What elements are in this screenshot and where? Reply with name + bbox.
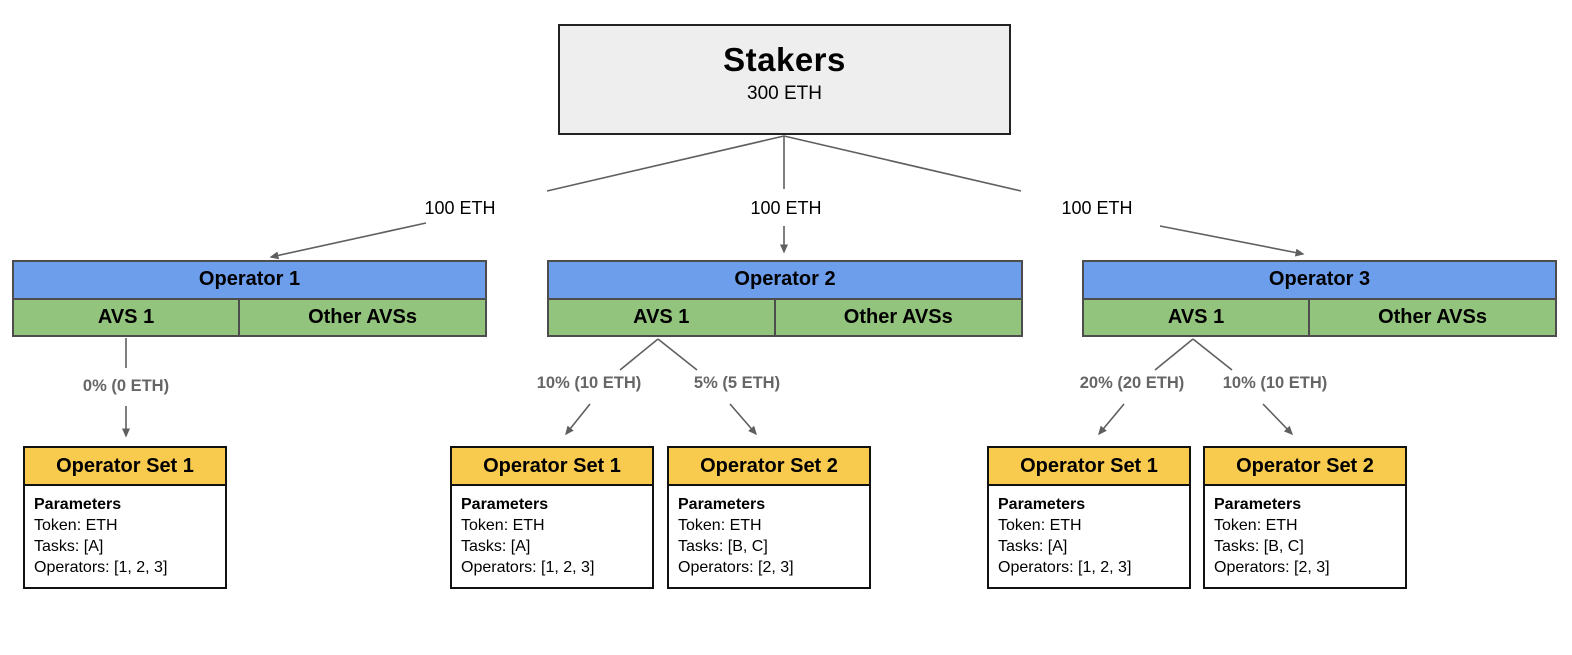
operator-3-avs1-cell: AVS 1: [1084, 299, 1311, 335]
edge-op3-avs1-stem-left: [1154, 338, 1194, 371]
op2-set2-body: Parameters Token: ETH Tasks: [B, C] Oper…: [669, 486, 869, 587]
op1-set1-body: Parameters Token: ETH Tasks: [A] Operato…: [25, 486, 225, 587]
edge-stakers-op1-arrow: [269, 222, 427, 260]
edge-stakers-op1-upper: [546, 135, 785, 192]
op3-set2-tasks: Tasks: [B, C]: [1214, 538, 1304, 556]
op3-set1-title: Operator Set 1: [989, 448, 1189, 486]
op3-set1-params-heading: Parameters: [998, 496, 1086, 513]
flow-label-op1: 100 ETH: [424, 198, 496, 218]
op2-set2-tasks: Tasks: [B, C]: [678, 538, 768, 556]
stakers-box: Stakers 300 ETH: [558, 24, 1011, 135]
alloc-label-op2-set2: 5% (5 ETH): [693, 374, 781, 392]
op1-set1-tasks: Tasks: [A]: [34, 538, 104, 556]
operator-2-avs1-cell: AVS 1: [549, 299, 776, 335]
op2-set1-params-heading: Parameters: [461, 496, 549, 513]
op2-set1-tasks: Tasks: [A]: [461, 538, 531, 556]
operator-2-title: Operator 2: [549, 262, 1021, 300]
operator-1-box: Operator 1 AVS 1 Other AVSs: [12, 260, 487, 337]
operator-3-box: Operator 3 AVS 1 Other AVSs: [1082, 260, 1557, 337]
operator-2-other-avs-cell: Other AVSs: [775, 299, 1021, 335]
operator-1-avs-row: AVS 1 Other AVSs: [14, 299, 485, 335]
alloc-label-op3-set1: 20% (20 ETH): [1079, 374, 1185, 392]
alloc-label-op3-set2: 10% (10 ETH): [1222, 374, 1328, 392]
flow-label-op2: 100 ETH: [750, 198, 822, 218]
alloc-label-op1-set1: 0% (0 ETH): [82, 377, 170, 395]
operator-1-title: Operator 1: [14, 262, 485, 300]
op1-operator-set-1-box: Operator Set 1 Parameters Token: ETH Tas…: [23, 446, 227, 590]
operator-3-title: Operator 3: [1084, 262, 1555, 300]
op2-operator-set-1-box: Operator Set 1 Parameters Token: ETH Tas…: [450, 446, 654, 590]
edge-op3-set1-arrow: [1098, 403, 1125, 436]
op3-set1-body: Parameters Token: ETH Tasks: [A] Operato…: [989, 486, 1189, 587]
op3-set2-body: Parameters Token: ETH Tasks: [B, C] Oper…: [1205, 486, 1405, 587]
op3-set2-title: Operator Set 2: [1205, 448, 1405, 486]
edge-stakers-op3-arrow: [1159, 225, 1305, 257]
op3-set2-params-heading: Parameters: [1214, 496, 1302, 513]
op2-set1-operators: Operators: [1, 2, 3]: [461, 559, 595, 577]
op3-operator-set-2-box: Operator Set 2 Parameters Token: ETH Tas…: [1203, 446, 1407, 590]
stakers-title: Stakers: [723, 41, 846, 78]
op1-set1-token: Token: ETH: [34, 517, 118, 535]
op3-set1-operators: Operators: [1, 2, 3]: [998, 559, 1132, 577]
op3-operator-set-1-box: Operator Set 1 Parameters Token: ETH Tas…: [987, 446, 1191, 590]
op3-set2-token: Token: ETH: [1214, 517, 1298, 535]
edge-op3-avs1-stem-right: [1192, 338, 1233, 371]
edge-op2-avs1-stem-right: [657, 338, 698, 371]
op2-set2-token: Token: ETH: [678, 517, 762, 535]
flow-label-op3: 100 ETH: [1061, 198, 1133, 218]
edge-stakers-op3-upper: [783, 135, 1022, 192]
operator-3-avs-row: AVS 1 Other AVSs: [1084, 299, 1555, 335]
op2-set1-title: Operator Set 1: [452, 448, 652, 486]
edge-op2-set1-arrow: [565, 403, 591, 436]
operator-2-avs-row: AVS 1 Other AVSs: [549, 299, 1021, 335]
edge-op3-set2-arrow: [1262, 403, 1294, 436]
op2-set2-operators: Operators: [2, 3]: [678, 559, 794, 577]
op2-set2-params-heading: Parameters: [678, 496, 766, 513]
op1-set1-title: Operator Set 1: [25, 448, 225, 486]
op1-set1-operators: Operators: [1, 2, 3]: [34, 559, 168, 577]
edge-op2-avs1-stem-left: [619, 338, 659, 371]
operator-2-box: Operator 2 AVS 1 Other AVSs: [547, 260, 1023, 337]
op2-set1-token: Token: ETH: [461, 517, 545, 535]
operator-1-other-avs-cell: Other AVSs: [240, 299, 485, 335]
stakers-amount: 300 ETH: [747, 83, 822, 104]
op2-set2-title: Operator Set 2: [669, 448, 869, 486]
op3-set1-tasks: Tasks: [A]: [998, 538, 1068, 556]
op3-set1-token: Token: ETH: [998, 517, 1082, 535]
op2-operator-set-2-box: Operator Set 2 Parameters Token: ETH Tas…: [667, 446, 871, 590]
op3-set2-operators: Operators: [2, 3]: [1214, 559, 1330, 577]
edge-op2-set2-arrow: [729, 403, 757, 436]
operator-3-other-avs-cell: Other AVSs: [1310, 299, 1555, 335]
operator-1-avs1-cell: AVS 1: [14, 299, 241, 335]
op1-set1-params-heading: Parameters: [34, 496, 122, 513]
alloc-label-op2-set1: 10% (10 ETH): [536, 374, 642, 392]
op2-set1-body: Parameters Token: ETH Tasks: [A] Operato…: [452, 486, 652, 587]
